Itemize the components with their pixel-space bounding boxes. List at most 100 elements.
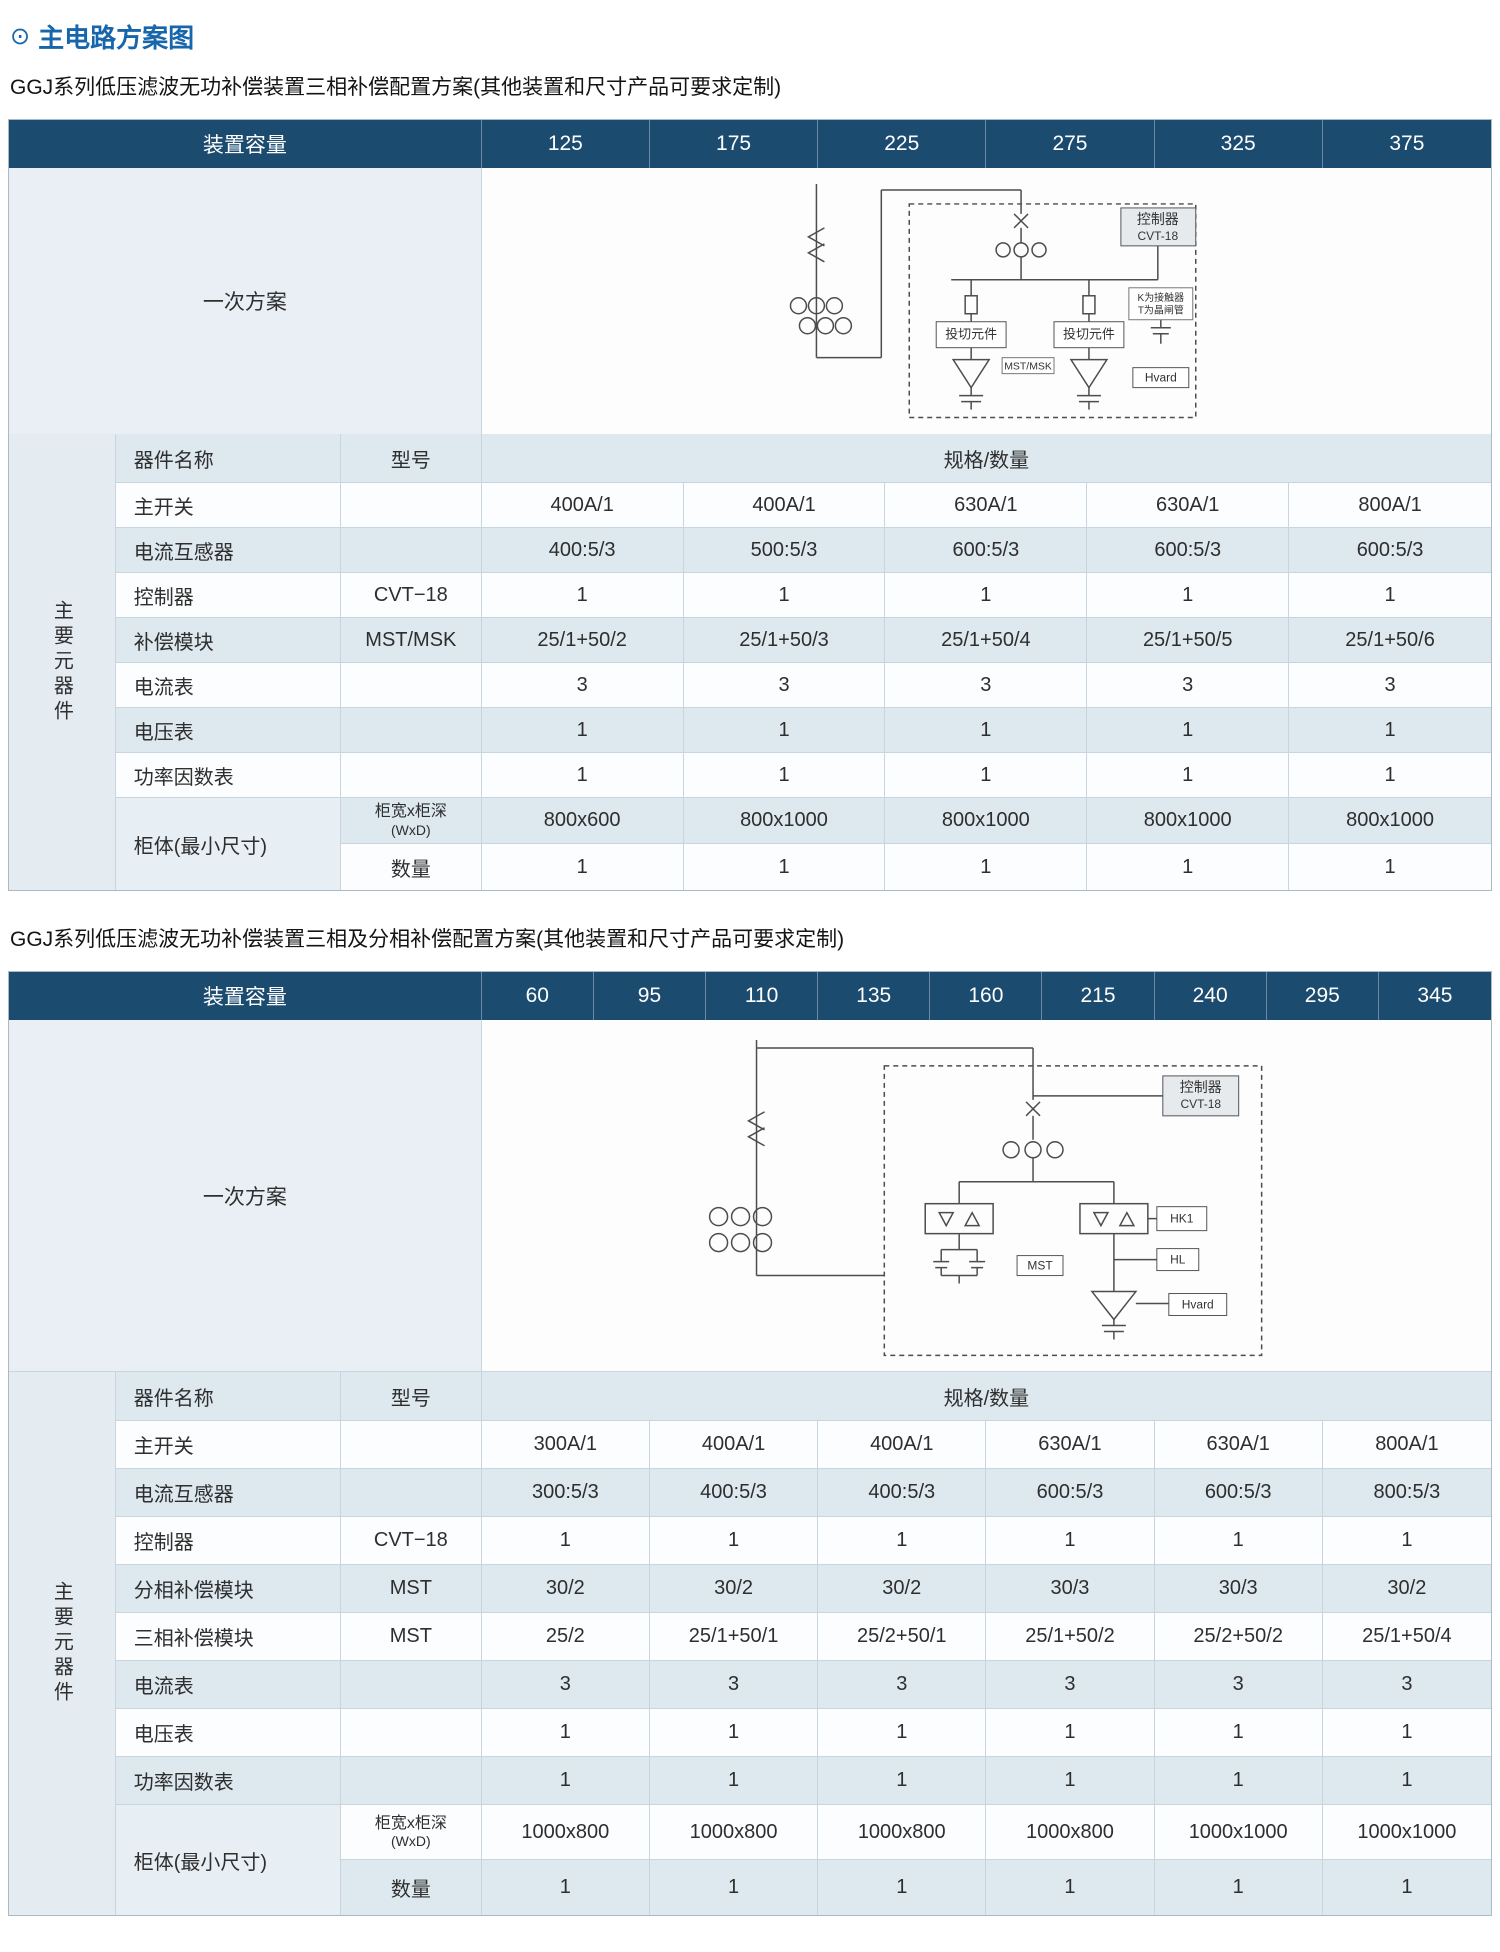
ct-circle [752, 1206, 772, 1227]
capacity-value: 225 [818, 120, 987, 168]
spec-cell: 3 [1087, 663, 1290, 707]
note-line: T为晶闸管 [1138, 304, 1184, 317]
capacitor-delta-icon [1090, 1290, 1138, 1321]
component-model: CVT−18 [341, 573, 482, 617]
table2-body: 主要元器件 器件名称 型号 规格/数量 主开关 300A/1 400A/1 40… [9, 1372, 1491, 1915]
spec-cell: 3 [818, 1661, 987, 1708]
hk1-label: HK1 [1170, 1212, 1194, 1226]
spec-cell: 630A/1 [986, 1421, 1155, 1468]
component-model [341, 753, 482, 797]
spec-cell: 1 [650, 1757, 819, 1804]
cabinet-qty: 1 [684, 844, 886, 890]
feeder-lines [755, 1039, 1034, 1277]
spec-cell: 1 [482, 753, 684, 797]
spec-cell: 630A/1 [1087, 483, 1290, 527]
cabinet-size: 800x600 [482, 798, 684, 843]
col-name-header: 器件名称 [116, 1372, 341, 1420]
hk1-box [1156, 1206, 1207, 1232]
cabinet-qty: 1 [885, 844, 1088, 890]
cabinet-size-row: 柜宽x柜深(WxD) 800x600 800x1000 800x1000 800… [340, 798, 1491, 844]
controller-title: 控制器 [1137, 211, 1179, 227]
ct-circle [730, 1232, 751, 1253]
spec-cell: 1 [986, 1757, 1155, 1804]
component-name: 功率因数表 [116, 753, 341, 797]
ct-circle [1031, 242, 1047, 258]
spec-cell: 25/1+50/4 [885, 618, 1088, 662]
ct-circle [825, 297, 843, 315]
capacity-value: 240 [1155, 972, 1267, 1020]
component-name: 补偿模块 [116, 618, 341, 662]
spec-cell: 600:5/3 [1087, 528, 1290, 572]
spec-cell: 300A/1 [482, 1421, 650, 1468]
component-name: 电压表 [116, 708, 341, 752]
module-box [1001, 357, 1055, 375]
ct-circle [752, 1232, 772, 1253]
cabinet-size: 800x1000 [1346, 809, 1434, 831]
breaker-icon [1013, 213, 1029, 229]
table-three-phase: 装置容量 125 175 225 275 325 375 一次方案 [8, 119, 1492, 891]
component-model: CVT−18 [341, 1517, 482, 1564]
table1-column-header-row: 器件名称 型号 规格/数量 [115, 434, 1491, 483]
cabinet-qty: 1 [482, 844, 684, 890]
table2-scheme-row: 一次方案 [9, 1020, 1491, 1372]
size-label-line2: (WxD) [391, 821, 431, 838]
table-row: 控制器 CVT−18 1 1 1 1 1 [115, 573, 1491, 618]
isolator-icon [806, 227, 825, 263]
spec-cell: 1 [684, 573, 886, 617]
note-box [1128, 287, 1194, 321]
table-row: 功率因数表 1 1 1 1 1 1 [115, 1757, 1491, 1805]
switching-unit-label: 投切元件 [1063, 327, 1115, 342]
module-label: MST [1027, 1259, 1053, 1273]
spec-cell: 30/2 [1387, 1577, 1427, 1599]
component-name: 电压表 [116, 1709, 341, 1756]
table-row: 主开关 300A/1 400A/1 400A/1 630A/1 630A/1 8… [115, 1421, 1491, 1469]
ct-circle [708, 1206, 729, 1227]
note-line: K为接触器 [1137, 291, 1184, 304]
spec-cell: 25/2 [482, 1613, 650, 1660]
table-row: 电流表 3 3 3 3 3 [115, 663, 1491, 708]
component-name: 控制器 [116, 1517, 341, 1564]
size-label-line1: 柜宽x柜深 [374, 803, 447, 821]
capacitor-delta-icon [1069, 358, 1109, 389]
cabinet-block: 柜体(最小尺寸) 柜宽x柜深(WxD) 800x600 800x1000 800… [115, 798, 1491, 890]
table1-scheme-row: 一次方案 [9, 168, 1491, 434]
page-title: 主电路方案图 [38, 23, 195, 53]
capacity-value: 215 [1042, 972, 1155, 1020]
isolator-icon [746, 1111, 765, 1147]
controller-box [1120, 207, 1197, 247]
cabinet-qty: 1 [986, 1860, 1155, 1915]
connector-line [1113, 1217, 1169, 1305]
component-model [341, 528, 482, 572]
controller-model: CVT-18 [1137, 229, 1178, 243]
hvard-box [1132, 367, 1190, 389]
spec-cell: 1 [1087, 573, 1290, 617]
spec-cell: 1 [482, 1709, 650, 1756]
table-row: 电流互感器 400:5/3 500:5/3 600:5/3 600:5/3 60… [115, 528, 1491, 573]
group-label-cell: 主要元器件 [9, 1372, 116, 1915]
capacity-header-label: 装置容量 [9, 120, 482, 168]
col-model-header: 型号 [341, 1372, 482, 1420]
spec-cell: 600:5/3 [986, 1469, 1155, 1516]
spec-cell: 25/2+50/2 [1155, 1613, 1323, 1660]
ct-circle [1013, 242, 1029, 258]
spec-cell: 30/2 [482, 1565, 650, 1612]
breaker-icon [1025, 1101, 1041, 1117]
spec-cell: 1 [1384, 718, 1396, 741]
component-model [341, 1661, 482, 1708]
spec-cell: 25/2+50/1 [818, 1613, 987, 1660]
table-row: 电压表 1 1 1 1 1 [115, 708, 1491, 753]
table1-body: 主要元器件 器件名称 型号 规格/数量 主开关 400A/1 400A/1 63… [9, 434, 1491, 890]
spec-cell: 1 [650, 1709, 819, 1756]
scheme-label: 一次方案 [9, 1020, 482, 1372]
group-label-cell: 主要元器件 [9, 434, 116, 890]
spec-cell: 1 [818, 1757, 987, 1804]
spec-cell: 3 [885, 663, 1088, 707]
ct-circle [1046, 1141, 1064, 1159]
spec-cell: 1 [684, 708, 886, 752]
switching-unit-box [935, 321, 1007, 349]
ct-circle [789, 297, 807, 315]
spec-cell: 1 [1155, 1757, 1323, 1804]
ct-circle [834, 316, 852, 335]
hl-box [1156, 1248, 1200, 1272]
table-row: 补偿模块 MST/MSK 25/1+50/2 25/1+50/3 25/1+50… [115, 618, 1491, 663]
